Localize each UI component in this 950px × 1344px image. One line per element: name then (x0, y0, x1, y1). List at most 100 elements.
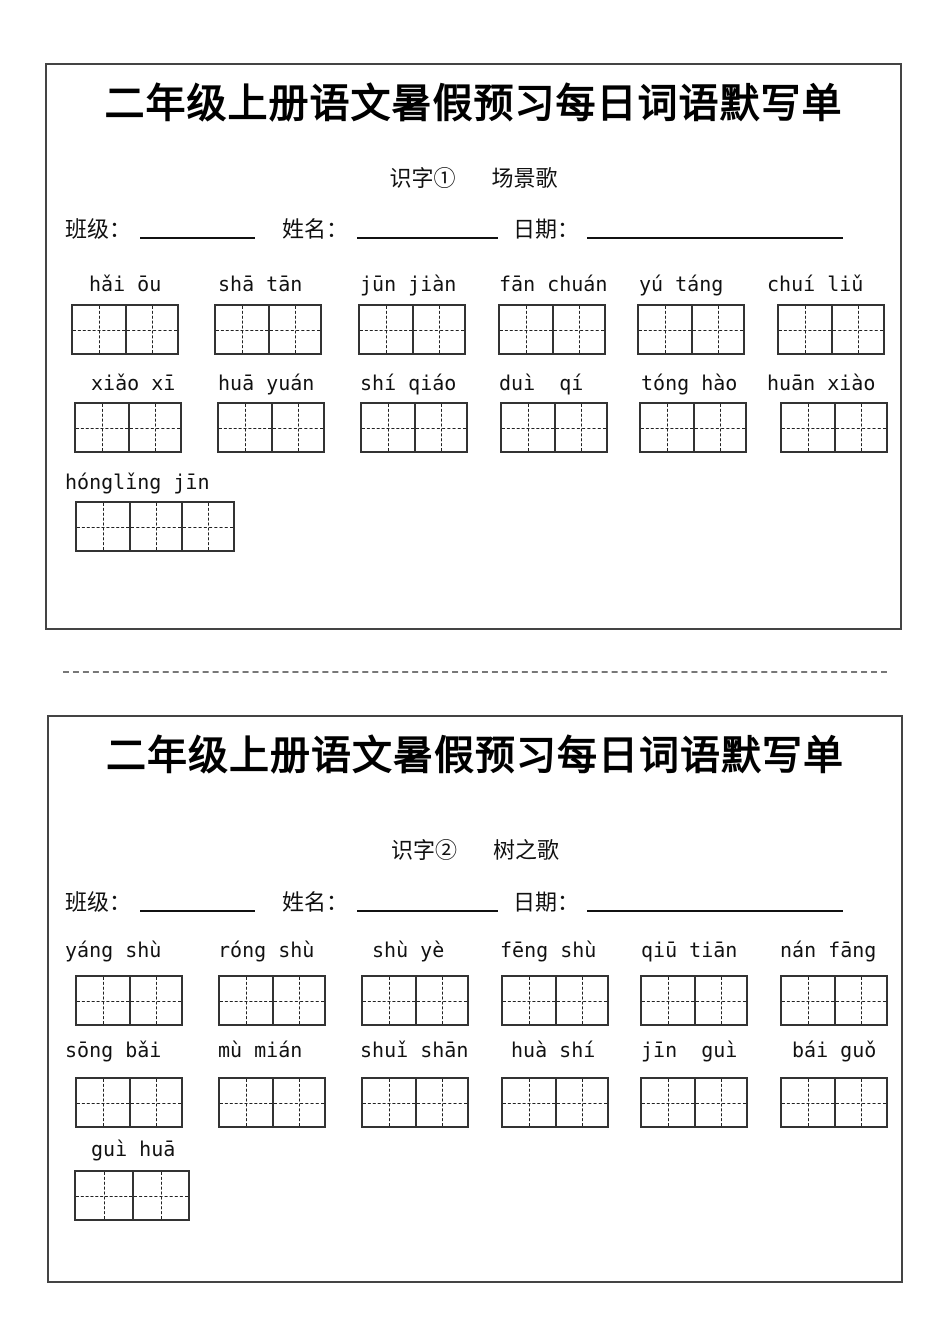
writing-grid[interactable] (501, 975, 609, 1026)
grid-cell[interactable] (219, 404, 271, 451)
pinyin-label: nán fāng (780, 938, 877, 962)
writing-grid[interactable] (217, 402, 325, 453)
writing-grid[interactable] (218, 1077, 326, 1128)
worksheet-title: 二年级上册语文暑假预习每日词语默写单 (104, 80, 843, 127)
grid-cell[interactable] (414, 404, 466, 451)
grid-cell[interactable] (642, 977, 694, 1024)
writing-grid[interactable] (498, 304, 606, 355)
name-field[interactable] (357, 237, 498, 239)
writing-grid[interactable] (361, 1077, 469, 1128)
grid-cell[interactable] (694, 1079, 746, 1126)
pinyin-label: guì huā (91, 1137, 176, 1161)
writing-grid[interactable] (218, 975, 326, 1026)
writing-grid[interactable] (640, 975, 748, 1026)
pinyin-label: chuí liǔ (767, 272, 864, 296)
lesson-name: 树之歌 (493, 839, 560, 864)
grid-cell[interactable] (181, 503, 233, 550)
writing-grid[interactable] (500, 402, 608, 453)
grid-cell[interactable] (268, 306, 320, 353)
writing-grid[interactable] (501, 1077, 609, 1128)
grid-cell[interactable] (363, 1079, 415, 1126)
grid-cell[interactable] (272, 1079, 324, 1126)
lesson-number: 识字② (390, 839, 457, 864)
grid-cell[interactable] (128, 404, 180, 451)
writing-grid[interactable] (640, 1077, 748, 1128)
grid-cell[interactable] (415, 1079, 467, 1126)
writing-grid[interactable] (360, 402, 468, 453)
grid-cell[interactable] (642, 1079, 694, 1126)
grid-cell[interactable] (834, 404, 886, 451)
writing-grid[interactable] (75, 501, 235, 552)
grid-cell[interactable] (503, 1079, 555, 1126)
grid-cell[interactable] (362, 404, 414, 451)
grid-cell[interactable] (220, 977, 272, 1024)
grid-cell[interactable] (691, 306, 743, 353)
writing-grid[interactable] (74, 402, 182, 453)
grid-cell[interactable] (73, 306, 125, 353)
grid-cell[interactable] (77, 1079, 129, 1126)
writing-grid[interactable] (639, 402, 747, 453)
name-field[interactable] (357, 910, 498, 912)
date-field[interactable] (587, 910, 843, 912)
grid-cell[interactable] (500, 306, 552, 353)
grid-cell[interactable] (834, 977, 886, 1024)
writing-grid[interactable] (361, 975, 469, 1026)
pinyin-label: hónglǐng jīn (65, 470, 210, 494)
grid-cell[interactable] (129, 1079, 181, 1126)
grid-cell[interactable] (552, 306, 604, 353)
grid-cell[interactable] (554, 404, 606, 451)
grid-cell[interactable] (412, 306, 464, 353)
writing-grid[interactable] (780, 402, 888, 453)
writing-grid[interactable] (74, 1170, 190, 1221)
grid-cell[interactable] (76, 1172, 132, 1219)
writing-grid[interactable] (637, 304, 745, 355)
grid-cell[interactable] (129, 977, 181, 1024)
class-field[interactable] (140, 910, 255, 912)
grid-cell[interactable] (782, 1079, 834, 1126)
grid-cell[interactable] (132, 1172, 188, 1219)
writing-grid[interactable] (71, 304, 179, 355)
grid-cell[interactable] (415, 977, 467, 1024)
writing-grid[interactable] (780, 1077, 888, 1128)
grid-cell[interactable] (503, 977, 555, 1024)
grid-cell[interactable] (216, 306, 268, 353)
grid-cell[interactable] (782, 977, 834, 1024)
writing-grid[interactable] (777, 304, 885, 355)
pinyin-label: duì qí (499, 371, 584, 395)
grid-cell[interactable] (782, 404, 834, 451)
grid-cell[interactable] (363, 977, 415, 1024)
grid-cell[interactable] (834, 1079, 886, 1126)
grid-cell[interactable] (555, 977, 607, 1024)
grid-cell[interactable] (639, 306, 691, 353)
worksheet-title: 二年级上册语文暑假预习每日词语默写单 (106, 732, 844, 779)
grid-cell[interactable] (779, 306, 831, 353)
grid-cell[interactable] (220, 1079, 272, 1126)
pinyin-label: huà shí (511, 1038, 596, 1062)
grid-cell[interactable] (129, 503, 181, 550)
grid-cell[interactable] (831, 306, 883, 353)
writing-grid[interactable] (75, 1077, 183, 1128)
writing-grid[interactable] (214, 304, 322, 355)
grid-cell[interactable] (77, 977, 129, 1024)
grid-cell[interactable] (694, 977, 746, 1024)
grid-cell[interactable] (641, 404, 693, 451)
grid-cell[interactable] (125, 306, 177, 353)
date-label: 日期： (513, 218, 580, 243)
writing-grid[interactable] (780, 975, 888, 1026)
pinyin-label: fān chuán (499, 272, 608, 296)
pinyin-label: fēng shù (500, 938, 597, 962)
grid-cell[interactable] (693, 404, 745, 451)
grid-cell[interactable] (77, 503, 129, 550)
writing-grid[interactable] (75, 975, 183, 1026)
date-field[interactable] (587, 237, 843, 239)
grid-cell[interactable] (502, 404, 554, 451)
class-field[interactable] (140, 237, 255, 239)
grid-cell[interactable] (360, 306, 412, 353)
grid-cell[interactable] (76, 404, 128, 451)
writing-grid[interactable] (358, 304, 466, 355)
grid-cell[interactable] (555, 1079, 607, 1126)
grid-cell[interactable] (272, 977, 324, 1024)
grid-cell[interactable] (271, 404, 323, 451)
pinyin-label: mù mián (218, 1038, 303, 1062)
